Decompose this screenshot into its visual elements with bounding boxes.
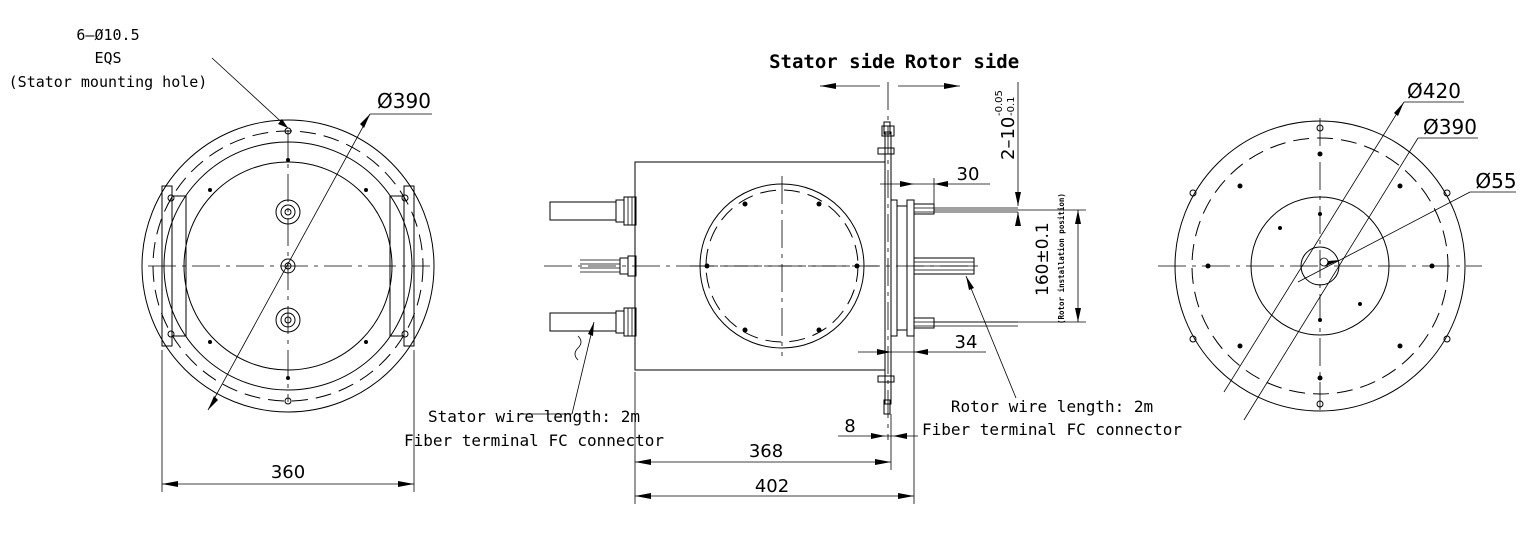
connector-bottom [275,307,301,333]
right-end-view [1158,101,1516,421]
dim-368-label: 368 [749,441,783,462]
dim-160-group: 160±0.1 [1033,222,1053,296]
dim-160-label: 160±0.1 [1033,222,1053,296]
stator-side-label: Stator side [769,51,895,73]
side-view [520,82,1086,504]
right-dia-55-label: Ø55 [1475,169,1516,193]
outer-flange-circle [141,119,435,413]
dia-55-leader [1297,191,1471,283]
flange-tolerance-lower: -0.1 [1006,96,1017,116]
left-dia-390-label: Ø390 [377,89,431,113]
connector-center [280,258,296,274]
stator-wire-length-label: Stator wire length: 2m [428,407,640,426]
left-width-360-label: 360 [271,462,305,483]
rotor-install-label: (Rotor installation position) [1057,193,1066,324]
flange-tolerance-group: 2–10 -0.05 -0.1 [994,90,1019,160]
rotor-plate [896,205,908,331]
rotor-fiber-terminal-label: Fiber terminal FC connector [922,420,1182,439]
stator-hole-count-label: 6–Ø10.5 [76,26,139,44]
rotor-wire-leader [965,275,1017,399]
right-dia-420-label: Ø420 [1407,79,1461,103]
mounting-hole-leader [211,57,289,129]
dim-402-label: 402 [755,476,789,497]
rotor-install-group: (Rotor installation position) [1057,193,1066,324]
dia-390-leader [207,113,371,411]
flange-tolerance-upper: -0.05 [994,90,1005,116]
right-dia-390-label: Ø390 [1423,115,1477,139]
rotor-side-label: Rotor side [905,51,1019,73]
dia-390-right-leader [1243,137,1419,421]
dim-34-label: 34 [955,332,978,353]
dim-30-label: 30 [957,164,980,185]
stator-cable-bottom [549,312,617,332]
stator-hole-eqs-label: EQS [94,49,121,67]
dia-420-leader [1223,101,1405,393]
left-end-view [141,57,435,492]
dim-8-label: 8 [844,416,855,437]
flange-tolerance-base: 2–10 [998,117,1019,160]
stator-hole-desc-label: (Stator mounting hole) [9,73,208,91]
rotor-wire-length-label: Rotor wire length: 2m [951,397,1153,416]
stator-wire-leader [571,321,595,415]
stator-fiber-terminal-label: Fiber terminal FC connector [404,431,664,450]
stator-cable-top [549,201,617,221]
connector-top [275,199,301,225]
